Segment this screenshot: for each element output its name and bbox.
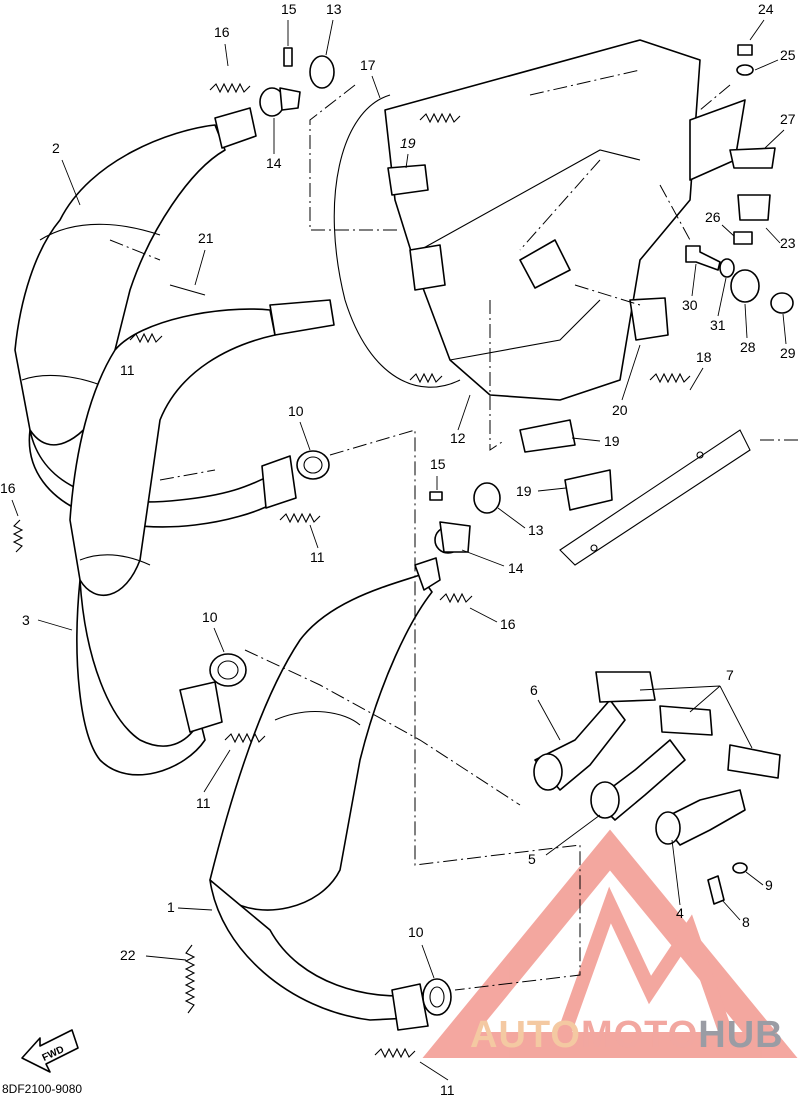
callout-11d: 11 bbox=[120, 362, 135, 378]
callout-19b: 19 bbox=[604, 433, 620, 449]
callout-29: 29 bbox=[780, 345, 796, 361]
watermark-moto: MOTO bbox=[580, 1014, 699, 1056]
reference-lines bbox=[109, 69, 800, 991]
callout-14b: 14 bbox=[508, 560, 524, 576]
callout-26: 26 bbox=[705, 209, 721, 225]
callout-31: 31 bbox=[710, 317, 726, 333]
clamp-set bbox=[259, 47, 501, 554]
callout-6: 6 bbox=[530, 682, 538, 698]
callout-16b: 16 bbox=[0, 480, 16, 496]
callout-1: 1 bbox=[167, 899, 175, 915]
callout-28: 28 bbox=[740, 339, 756, 355]
callout-15b: 15 bbox=[430, 456, 446, 472]
callout-22: 22 bbox=[120, 947, 136, 963]
callout-4: 4 bbox=[676, 905, 684, 921]
callout-10c: 10 bbox=[408, 924, 424, 940]
callout-7: 7 bbox=[726, 667, 734, 683]
airbox-bracket-assembly bbox=[384, 39, 751, 566]
exhaust-joints bbox=[533, 671, 781, 846]
callout-23: 23 bbox=[780, 235, 796, 251]
watermark-hub: HUB bbox=[698, 1014, 784, 1056]
callout-10b: 10 bbox=[202, 609, 218, 625]
callout-3: 3 bbox=[22, 612, 30, 628]
callout-14a: 14 bbox=[266, 155, 282, 171]
muffler-1 bbox=[209, 557, 441, 1031]
gasket-10-set bbox=[209, 450, 452, 1016]
callout-24: 24 bbox=[758, 1, 774, 17]
callout-19c: 19 bbox=[516, 483, 532, 499]
callout-13a: 13 bbox=[326, 1, 342, 17]
callout-21: 21 bbox=[198, 230, 214, 246]
callout-30: 30 bbox=[682, 297, 698, 313]
spring-set bbox=[12, 82, 691, 1059]
muffler-3 bbox=[69, 299, 335, 776]
fwd-arrow-icon: FWD bbox=[21, 1029, 79, 1073]
callout-8: 8 bbox=[742, 914, 750, 930]
cable-17 bbox=[333, 94, 461, 388]
callout-16c: 16 bbox=[500, 616, 516, 632]
callout-19a: 19 bbox=[400, 135, 416, 151]
callout-2: 2 bbox=[52, 140, 60, 156]
callout-15a: 15 bbox=[281, 1, 297, 17]
callout-9: 9 bbox=[765, 877, 773, 893]
watermark-logo: AUTOMOTOHUB bbox=[470, 1014, 784, 1057]
callout-5: 5 bbox=[528, 851, 536, 867]
callout-25: 25 bbox=[780, 47, 796, 63]
watermark-triangle-icon bbox=[422, 829, 798, 1058]
callout-13b: 13 bbox=[528, 522, 544, 538]
callout-20: 20 bbox=[612, 402, 628, 418]
callout-11b: 11 bbox=[196, 795, 211, 811]
callout-27: 27 bbox=[780, 111, 796, 127]
callout-18: 18 bbox=[696, 349, 712, 365]
mounting-hardware bbox=[685, 44, 794, 905]
watermark-auto: AUTO bbox=[470, 1014, 581, 1056]
callout-17: 17 bbox=[360, 57, 376, 73]
drawing-code: 8DF2100-9080 bbox=[2, 1082, 83, 1096]
callout-10a: 10 bbox=[288, 403, 304, 419]
callout-11c: 11 bbox=[440, 1082, 455, 1098]
callout-11a: 11 bbox=[310, 549, 325, 565]
callout-16a: 16 bbox=[214, 24, 230, 40]
callout-12: 12 bbox=[450, 430, 466, 446]
